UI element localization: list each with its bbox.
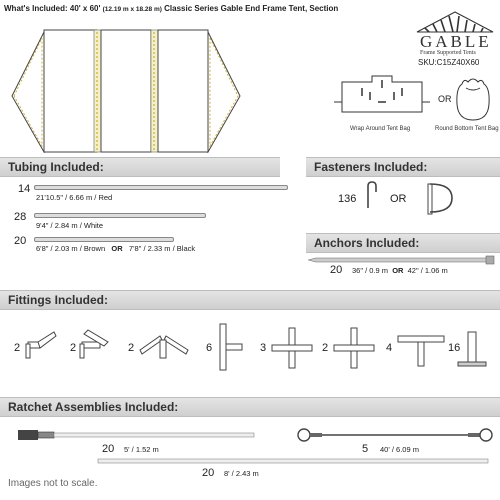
page-title: What's Included: 40' x 60' (12.19 m x 18… bbox=[4, 4, 338, 13]
tubing-label-2: 9'4" / 2.84 m / White bbox=[36, 221, 104, 230]
sku: SKU:C15Z40X60 bbox=[418, 58, 480, 67]
fitting-6-icon bbox=[333, 327, 375, 369]
tube-white bbox=[34, 213, 206, 218]
cable-assembly-icon bbox=[297, 428, 493, 442]
tubing-count-2: 28 bbox=[14, 211, 27, 223]
footer-note: Images not to scale. bbox=[8, 478, 98, 489]
fitting-count-3: 2 bbox=[128, 342, 135, 354]
base-plate-icon bbox=[457, 331, 487, 367]
ratchet-label-2: 40' / 6.09 m bbox=[380, 445, 419, 454]
tubing-header: Tubing Included: bbox=[0, 157, 280, 177]
fitting-2-icon bbox=[79, 329, 109, 359]
fitting-count-7: 4 bbox=[386, 342, 393, 354]
ratchet-strap-icon bbox=[18, 430, 255, 440]
bag2-label: Round Bottom Tent Bag bbox=[435, 126, 499, 132]
round-bottom-bag-icon bbox=[456, 78, 490, 121]
title-main: What's Included: 40' x 60' bbox=[4, 4, 101, 13]
anchor-count: 20 bbox=[330, 264, 343, 276]
fitting-5-icon bbox=[271, 327, 313, 369]
tubing-count-1: 14 bbox=[18, 183, 31, 195]
strap-icon bbox=[97, 458, 489, 464]
anchor-label-a: 36" / 0.9 m bbox=[352, 266, 389, 275]
brand-subtitle: Frame Supported Tents bbox=[420, 50, 476, 56]
brand-name: GABLE bbox=[420, 32, 492, 51]
ratchet-count-1: 20 bbox=[102, 443, 115, 455]
anchor-label-b: 42" / 1.06 m bbox=[407, 266, 448, 275]
fitting-count-4: 6 bbox=[206, 342, 213, 354]
anchors-header: Anchors Included: bbox=[306, 233, 500, 253]
tubing-count-3: 20 bbox=[14, 235, 27, 247]
ratchet-label-3: 8' / 2.43 m bbox=[224, 469, 259, 478]
title-rest: Classic Series Gable End Frame Tent, Sec… bbox=[164, 4, 339, 13]
ratchet-count-2: 5 bbox=[362, 443, 369, 455]
fitting-count-2: 2 bbox=[70, 342, 77, 354]
ratchet-count-3: 20 bbox=[202, 467, 215, 479]
hairpin-clip-icon bbox=[367, 181, 377, 208]
fitting-4-icon bbox=[219, 323, 243, 371]
fitting-count-6: 2 bbox=[322, 342, 329, 354]
anchor-or: OR bbox=[392, 266, 404, 275]
wrap-around-bag-icon bbox=[334, 75, 430, 113]
tubing-label-1: 21'10.5" / 6.66 m / Red bbox=[36, 193, 113, 202]
anchor-label: 36" / 0.9 m OR 42" / 1.06 m bbox=[352, 266, 448, 275]
fastener-or: OR bbox=[390, 193, 407, 205]
tubing-label-3a: 6'8" / 2.03 m / Brown bbox=[36, 244, 106, 253]
tube-red bbox=[34, 185, 288, 190]
stake-icon bbox=[307, 255, 495, 265]
bag-or: OR bbox=[438, 94, 452, 104]
fitting-count-8: 16 bbox=[448, 342, 461, 354]
d-pin-icon bbox=[427, 183, 453, 215]
fasteners-header: Fasteners Included: bbox=[306, 157, 500, 177]
fitting-count-1: 2 bbox=[14, 342, 21, 354]
tubing-label-3: 6'8" / 2.03 m / Brown OR 7'8" / 2.33 m /… bbox=[36, 244, 195, 253]
fastener-count: 136 bbox=[338, 193, 357, 205]
tent-diagram bbox=[11, 29, 241, 153]
ratchets-header: Ratchet Assemblies Included: bbox=[0, 397, 500, 417]
fitting-count-5: 3 bbox=[260, 342, 267, 354]
ratchet-label-1: 5' / 1.52 m bbox=[124, 445, 159, 454]
bag1-label: Wrap Around Tent Bag bbox=[350, 126, 411, 132]
fitting-1-icon bbox=[25, 331, 57, 359]
tubing-label-3b: 7'8" / 2.33 m / Black bbox=[128, 244, 196, 253]
tube-brown-black bbox=[34, 237, 174, 242]
fittings-header: Fittings Included: bbox=[0, 290, 500, 310]
title-metric: (12.19 m x 18.28 m) bbox=[102, 6, 162, 13]
gable-logo bbox=[416, 11, 494, 33]
fitting-3-icon bbox=[139, 335, 189, 359]
fitting-7-icon bbox=[397, 335, 445, 367]
tubing-or: OR bbox=[111, 244, 123, 253]
